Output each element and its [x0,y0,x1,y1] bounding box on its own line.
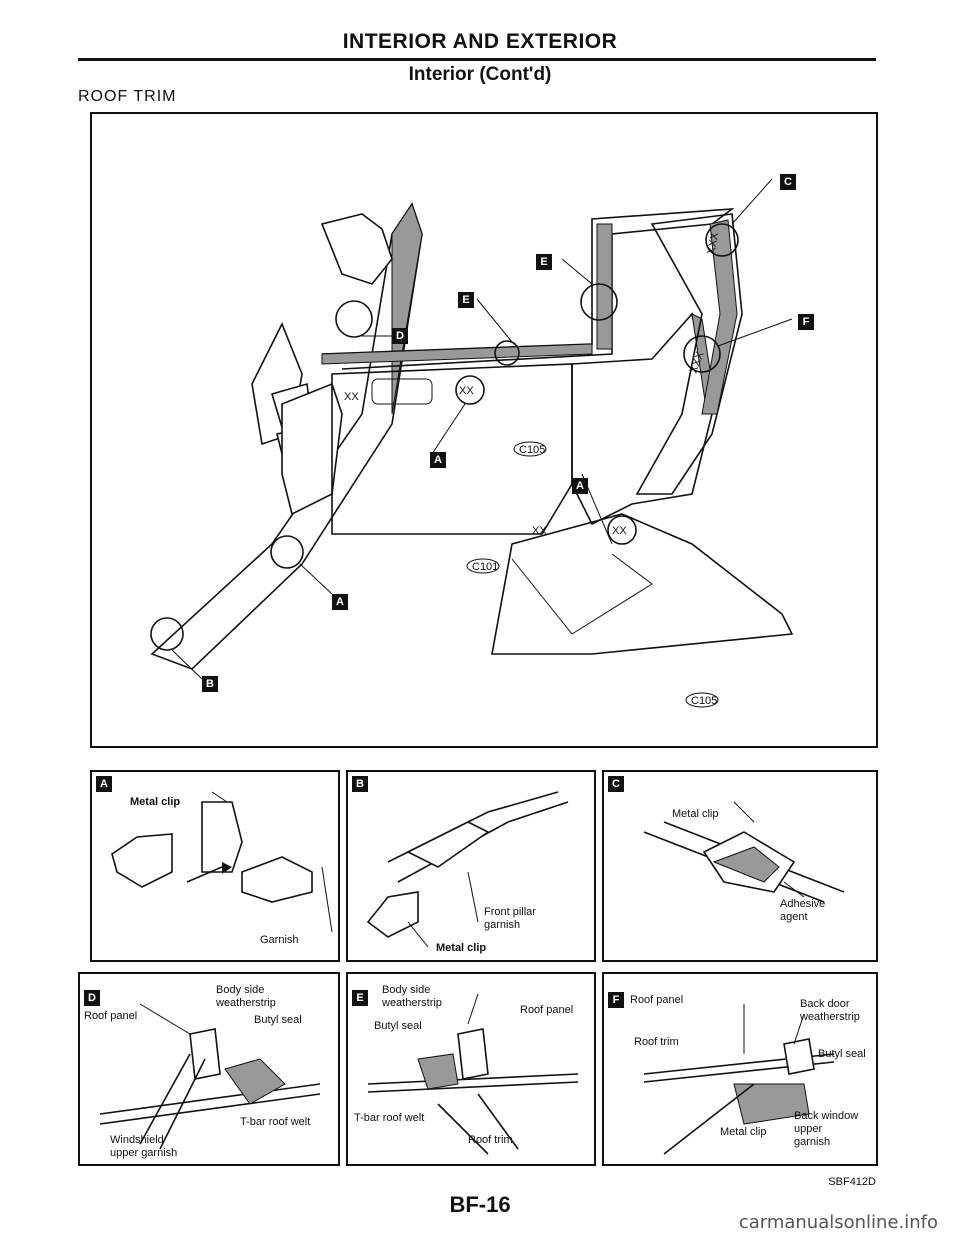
panel-f-label: Roof panel [630,994,684,1006]
panel-d-label: Butyl seal [254,1014,302,1026]
callout-f-badge: F [798,314,814,330]
detail-panel-d: D Roof panel Body side weatherstrip Buty… [78,972,340,1166]
panel-b-drawing [366,791,569,948]
page-title: INTERIOR AND EXTERIOR [342,30,618,53]
panel-e-label: Body side weatherstrip [382,984,442,1009]
panel-e-label: Roof trim [468,1134,513,1146]
roof-trim-exploded-drawing: XX XX XX XX XXX XXX C105 C101 C105 [150,178,794,708]
svg-text:XXX: XXX [706,231,722,255]
panel-e-label: T-bar roof welt [354,1112,425,1124]
panel-c-badge: C [608,776,624,792]
detail-panel-c: C Metal clip Adhesive agent [602,770,878,962]
panel-c-label: Metal clip [672,808,719,820]
callout-e-badge: E [458,292,474,308]
detail-panel-f: F Roof panel Back door weatherstrip Roof… [602,972,878,1166]
panel-f-badge: F [608,992,624,1008]
callout-a-badge: A [332,594,348,610]
detail-panel-b: B Front pillar garnish Metal clip [346,770,596,962]
panel-a-label: Metal clip [130,796,181,808]
svg-text:C101: C101 [472,561,498,573]
callout-d-badge: D [392,328,408,344]
panel-d-label: Windshield upper garnish [110,1134,178,1159]
panel-b-label: Metal clip [436,942,487,954]
panel-f-label: Metal clip [720,1126,767,1138]
callout-b-badge: B [202,676,218,692]
svg-text:XX: XX [344,391,359,403]
panel-c-drawing [643,801,845,903]
panel-b-label: Front pillar garnish [484,906,536,931]
panel-f-label: Butyl seal [818,1048,866,1060]
callout-a-badge: A [572,478,588,494]
figure-code: SBF412D [828,1176,876,1188]
panel-d-label: T-bar roof welt [240,1116,311,1128]
svg-text:C105: C105 [691,695,717,707]
svg-text:XX: XX [459,385,474,397]
header-rule [78,58,876,61]
callout-a-badge: A [430,452,446,468]
panel-e-label: Butyl seal [374,1020,422,1032]
panel-c-label: Adhesive agent [780,898,826,923]
panel-d-label: Roof panel [84,1010,138,1022]
panel-f-label: Back window upper garnish [794,1110,859,1148]
detail-panel-a: A Metal clip Garnish [90,770,340,962]
panel-f-label: Roof trim [634,1036,679,1048]
panel-a-drawing [111,791,333,933]
panel-f-label: Back door weatherstrip [800,998,860,1023]
panel-e-drawing [367,993,579,1155]
panel-e-badge: E [352,990,368,1006]
svg-text:C105: C105 [519,444,545,456]
panel-d-drawing [99,1003,321,1150]
detail-panel-e: E Body side weatherstrip Butyl seal Roof… [346,972,596,1166]
watermark: carmanualsonline.info [738,1212,938,1233]
section-label: ROOF TRIM [78,88,177,105]
panel-b-badge: B [352,776,368,792]
callout-c-badge: C [780,174,796,190]
panel-d-badge: D [84,990,100,1006]
panel-a-badge: A [96,776,112,792]
page-subtitle: Interior (Cont'd) [408,64,552,85]
main-diagram-frame: XX XX XX XX XXX XXX C105 C101 C105 C E E… [90,112,878,748]
page-number: BF-16 [449,1192,511,1217]
panel-a-label: Garnish [260,934,299,946]
svg-text:XX: XX [612,525,627,537]
svg-text:XX: XX [532,525,547,537]
callout-e-badge: E [536,254,552,270]
panel-f-drawing [643,1004,835,1155]
panel-e-label: Roof panel [520,1004,574,1016]
panel-d-label: Body side weatherstrip [216,984,276,1009]
